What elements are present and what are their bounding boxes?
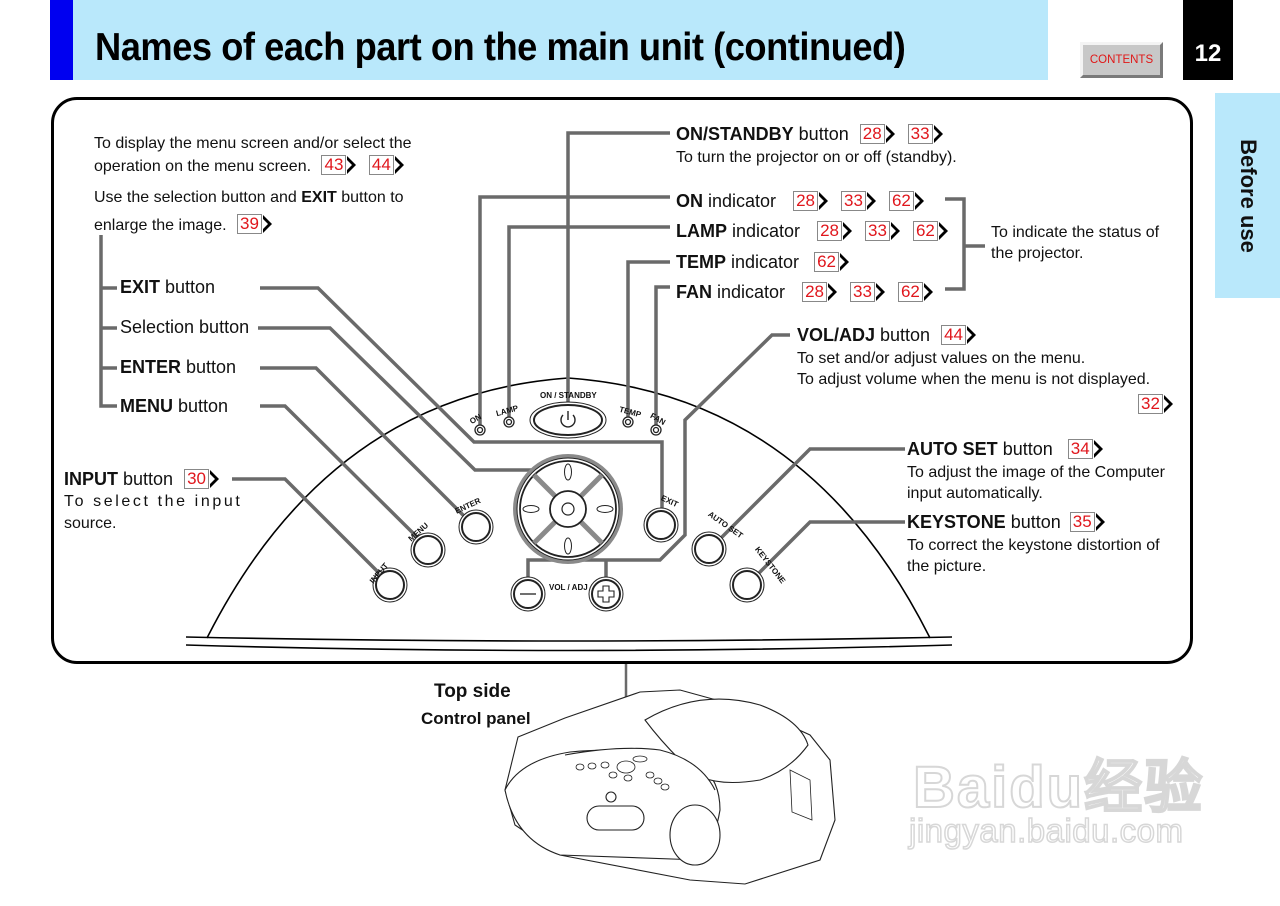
exit-button-label: EXIT button bbox=[120, 277, 216, 297]
page-ref-link[interactable]: 28 bbox=[802, 282, 837, 302]
onstandby-button-label: ON/STANDBY button 28 33 bbox=[676, 124, 945, 145]
page-ref-link[interactable]: 28 bbox=[793, 191, 828, 211]
arrow-right-icon bbox=[596, 505, 614, 513]
page-ref-link[interactable]: 33 bbox=[907, 124, 943, 144]
page-ref-link[interactable]: 33 bbox=[841, 191, 876, 211]
panel-base-line bbox=[185, 636, 953, 642]
selection-button-label: Selection button bbox=[120, 317, 250, 337]
page-ref-link[interactable]: 39 bbox=[236, 214, 272, 234]
status-bracket bbox=[945, 197, 966, 291]
page-ref-link[interactable]: 43 bbox=[321, 155, 357, 175]
leader-autoset bbox=[710, 447, 905, 549]
voladj-desc-line1: To set and/or adjust values on the menu. bbox=[797, 350, 1086, 367]
status-desc-line1: To indicate the status of bbox=[991, 224, 1160, 241]
vol-minus-button-shape bbox=[510, 576, 546, 612]
page-ref-link[interactable]: 44 bbox=[368, 155, 404, 175]
leader-exit bbox=[260, 286, 664, 520]
voladj-button-label: VOL/ADJ button 44 bbox=[797, 325, 978, 346]
status-desc-line2: the projector. bbox=[991, 245, 1084, 262]
leader-onstandby bbox=[566, 131, 670, 418]
temp-indicator-label: TEMP indicator 62 bbox=[676, 252, 851, 273]
page-number: 12 bbox=[1183, 0, 1233, 80]
page-title: Names of each part on the main unit (con… bbox=[95, 26, 906, 69]
voladj-ref2: 32 bbox=[1132, 394, 1175, 416]
autoset-desc-line2: input automatically. bbox=[907, 485, 1043, 502]
panel-label-onstandby: ON / STANDBY bbox=[540, 391, 597, 400]
watermark-brand: Baidu经验 bbox=[912, 754, 1205, 821]
control-panel-label: Control panel bbox=[421, 709, 531, 728]
selection-pad bbox=[513, 454, 623, 564]
input-desc-line2: source. bbox=[64, 515, 117, 532]
leader-on-indicator bbox=[478, 195, 670, 426]
arrow-left-icon bbox=[522, 505, 540, 513]
menu-button-shape bbox=[410, 532, 446, 568]
page-ref-link[interactable]: 62 bbox=[814, 252, 849, 272]
panel-label-voladj: VOL / ADJ bbox=[549, 583, 588, 592]
diagram-frame bbox=[51, 97, 1193, 664]
keystone-button-shape bbox=[729, 567, 765, 603]
enlarge-desc-line1: Use the selection button and EXIT button… bbox=[94, 189, 404, 206]
projector-illustration bbox=[504, 689, 836, 885]
leader-temp-indicator bbox=[626, 260, 670, 418]
voladj-desc-line2: To adjust volume when the menu is not di… bbox=[797, 371, 1151, 388]
enter-button-label: ENTER button bbox=[120, 357, 237, 377]
input-button-label: INPUT button 30 bbox=[64, 469, 221, 490]
autoset-desc-line1: To adjust the image of the Computer bbox=[907, 464, 1165, 481]
menu-desc-line1: To display the menu screen and/or select… bbox=[94, 135, 412, 152]
exit-button-shape bbox=[643, 507, 679, 543]
keystone-button-label: KEYSTONE button 35 bbox=[907, 512, 1107, 533]
vol-plus-button-shape bbox=[588, 576, 624, 612]
baidu-watermark: Baidu经验 jingyan.baidu.com bbox=[905, 712, 1205, 862]
page-ref-link[interactable]: 28 bbox=[817, 221, 852, 241]
lamp-indicator-label: LAMP indicator 28 33 62 bbox=[676, 221, 950, 242]
page-ref-link[interactable]: 28 bbox=[859, 124, 895, 144]
page-ref-link[interactable]: 62 bbox=[912, 221, 948, 241]
power-icon bbox=[560, 414, 576, 428]
page-ref-link[interactable]: 30 bbox=[184, 469, 219, 489]
page-ref-link[interactable]: 33 bbox=[865, 221, 900, 241]
top-side-label: Top side bbox=[434, 681, 511, 702]
page-ref-link[interactable]: 62 bbox=[897, 282, 933, 302]
enter-button-shape bbox=[458, 509, 494, 545]
page-ref-link[interactable]: 33 bbox=[850, 282, 885, 302]
leader-input bbox=[232, 477, 386, 580]
keystone-desc-line2: the picture. bbox=[907, 558, 987, 575]
leader-menu bbox=[260, 404, 422, 542]
keystone-desc-line1: To correct the keystone distortion of bbox=[907, 537, 1160, 554]
arrow-down-icon bbox=[564, 537, 572, 555]
autoset-button-shape bbox=[691, 531, 727, 567]
autoset-button-label: AUTO SET button 34 bbox=[907, 439, 1105, 460]
onstandby-desc: To turn the projector on or off (standby… bbox=[676, 149, 957, 166]
arrow-up-icon bbox=[564, 463, 572, 481]
input-desc-line1: To select the input bbox=[64, 493, 243, 510]
title-accent-bar bbox=[50, 0, 73, 80]
leader-lamp-indicator bbox=[507, 225, 670, 418]
leader-lines bbox=[99, 131, 985, 590]
menu-button-label: MENU button bbox=[120, 396, 229, 416]
panel-base-line bbox=[185, 644, 953, 652]
title-bar bbox=[50, 0, 1048, 80]
leader-bracket-left bbox=[99, 235, 117, 408]
projector-mini-buttons bbox=[575, 755, 670, 791]
page-ref-link[interactable]: 32 bbox=[1138, 394, 1173, 414]
leader-keystone bbox=[746, 520, 905, 586]
menu-desc-line2: operation on the menu screen. 43 44 bbox=[94, 155, 406, 177]
page-ref-link[interactable]: 44 bbox=[941, 325, 976, 345]
leader-voladj bbox=[526, 333, 790, 590]
side-tab-before-use[interactable]: Before use bbox=[1215, 93, 1280, 298]
leader-selection bbox=[258, 326, 540, 472]
fan-indicator-label: FAN indicator 28 33 62 bbox=[676, 282, 935, 303]
watermark-url: jingyan.baidu.com bbox=[908, 811, 1184, 850]
page-ref-link[interactable]: 34 bbox=[1067, 439, 1103, 459]
contents-button[interactable]: CONTENTS bbox=[1080, 42, 1163, 78]
enlarge-desc-line2: enlarge the image. 39 bbox=[94, 208, 274, 236]
page-ref-link[interactable]: 62 bbox=[888, 191, 924, 211]
page-ref-link[interactable]: 35 bbox=[1069, 512, 1105, 532]
panel-label-fan: FAN bbox=[649, 411, 668, 427]
leader-enter bbox=[260, 366, 470, 522]
leader-fan-indicator bbox=[654, 285, 670, 426]
on-indicator-label: ON indicator 28 33 62 bbox=[676, 191, 926, 212]
input-button-shape bbox=[372, 567, 408, 603]
